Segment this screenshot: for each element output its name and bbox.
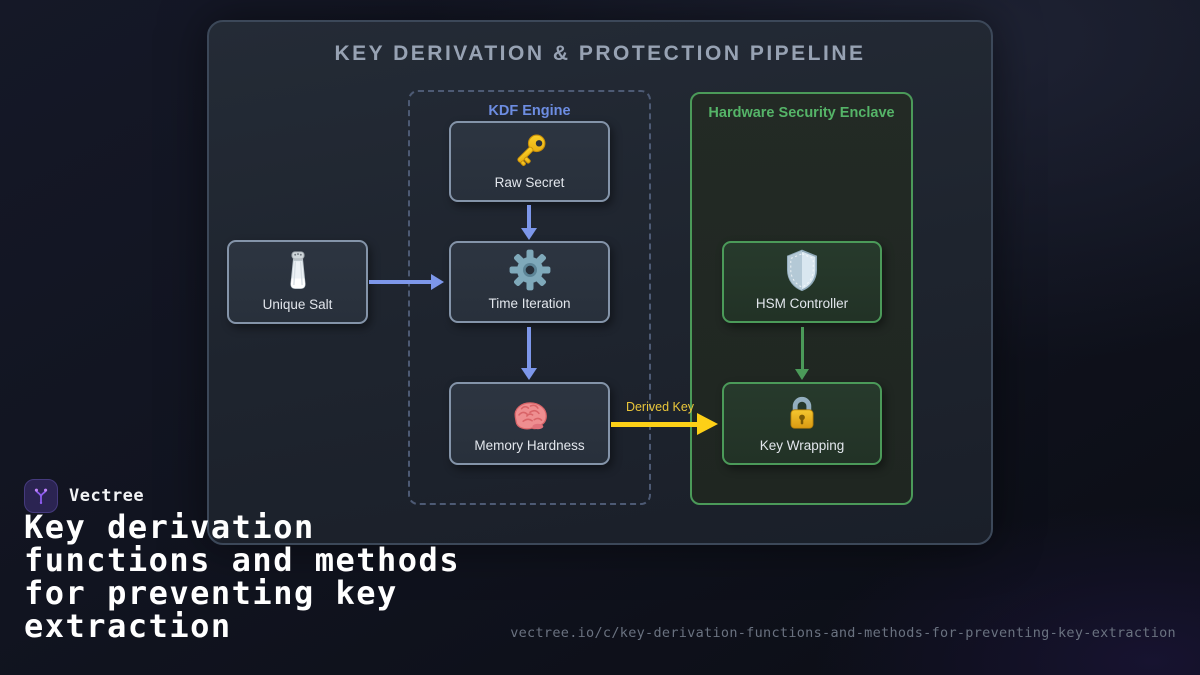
diagram-title: KEY DERIVATION & PROTECTION PIPELINE [334,42,866,65]
shield-icon [784,249,820,291]
node-raw-secret: Raw Secret [449,121,610,202]
node-unique-salt: Unique Salt [227,240,368,324]
node-label: Raw Secret [494,175,565,190]
node-label: HSM Controller [755,296,849,311]
key-icon [510,130,550,170]
kdf-engine-group: KDF Engine [408,90,651,505]
salt-shaker-icon [283,250,313,292]
kdf-engine-label: KDF Engine [488,103,571,119]
lock-icon [785,393,819,433]
arrow-derived-key [611,413,718,435]
hardware-security-enclave-label: Hardware Security Enclave [708,105,895,121]
gear-icon [509,249,551,291]
node-memory-hardness: Memory Hardness [449,382,610,465]
brand-name: Vectree [69,486,145,506]
page-headline: Key derivation functions and methods for… [24,508,461,645]
brain-icon [509,399,551,433]
node-label: Key Wrapping [759,438,845,453]
arrow-raw-secret-to-time-iteration [521,205,537,240]
arrow-salt-to-time-iteration [369,274,444,290]
footer-url: vectree.io/c/key-derivation-functions-an… [510,625,1176,641]
arrow-hsm-controller-to-key-wrapping [794,327,810,380]
brand-row: Vectree [24,479,144,513]
node-hsm-controller: HSM Controller [722,241,882,323]
node-label: Time Iteration [488,296,571,311]
derived-key-label: Derived Key [625,400,695,414]
node-key-wrapping: Key Wrapping [722,382,882,465]
vectree-logo-icon [24,479,58,513]
node-time-iteration: Time Iteration [449,241,610,323]
node-label: Unique Salt [262,297,333,312]
arrow-time-iteration-to-memory-hardness [521,327,537,380]
node-label: Memory Hardness [474,438,585,453]
